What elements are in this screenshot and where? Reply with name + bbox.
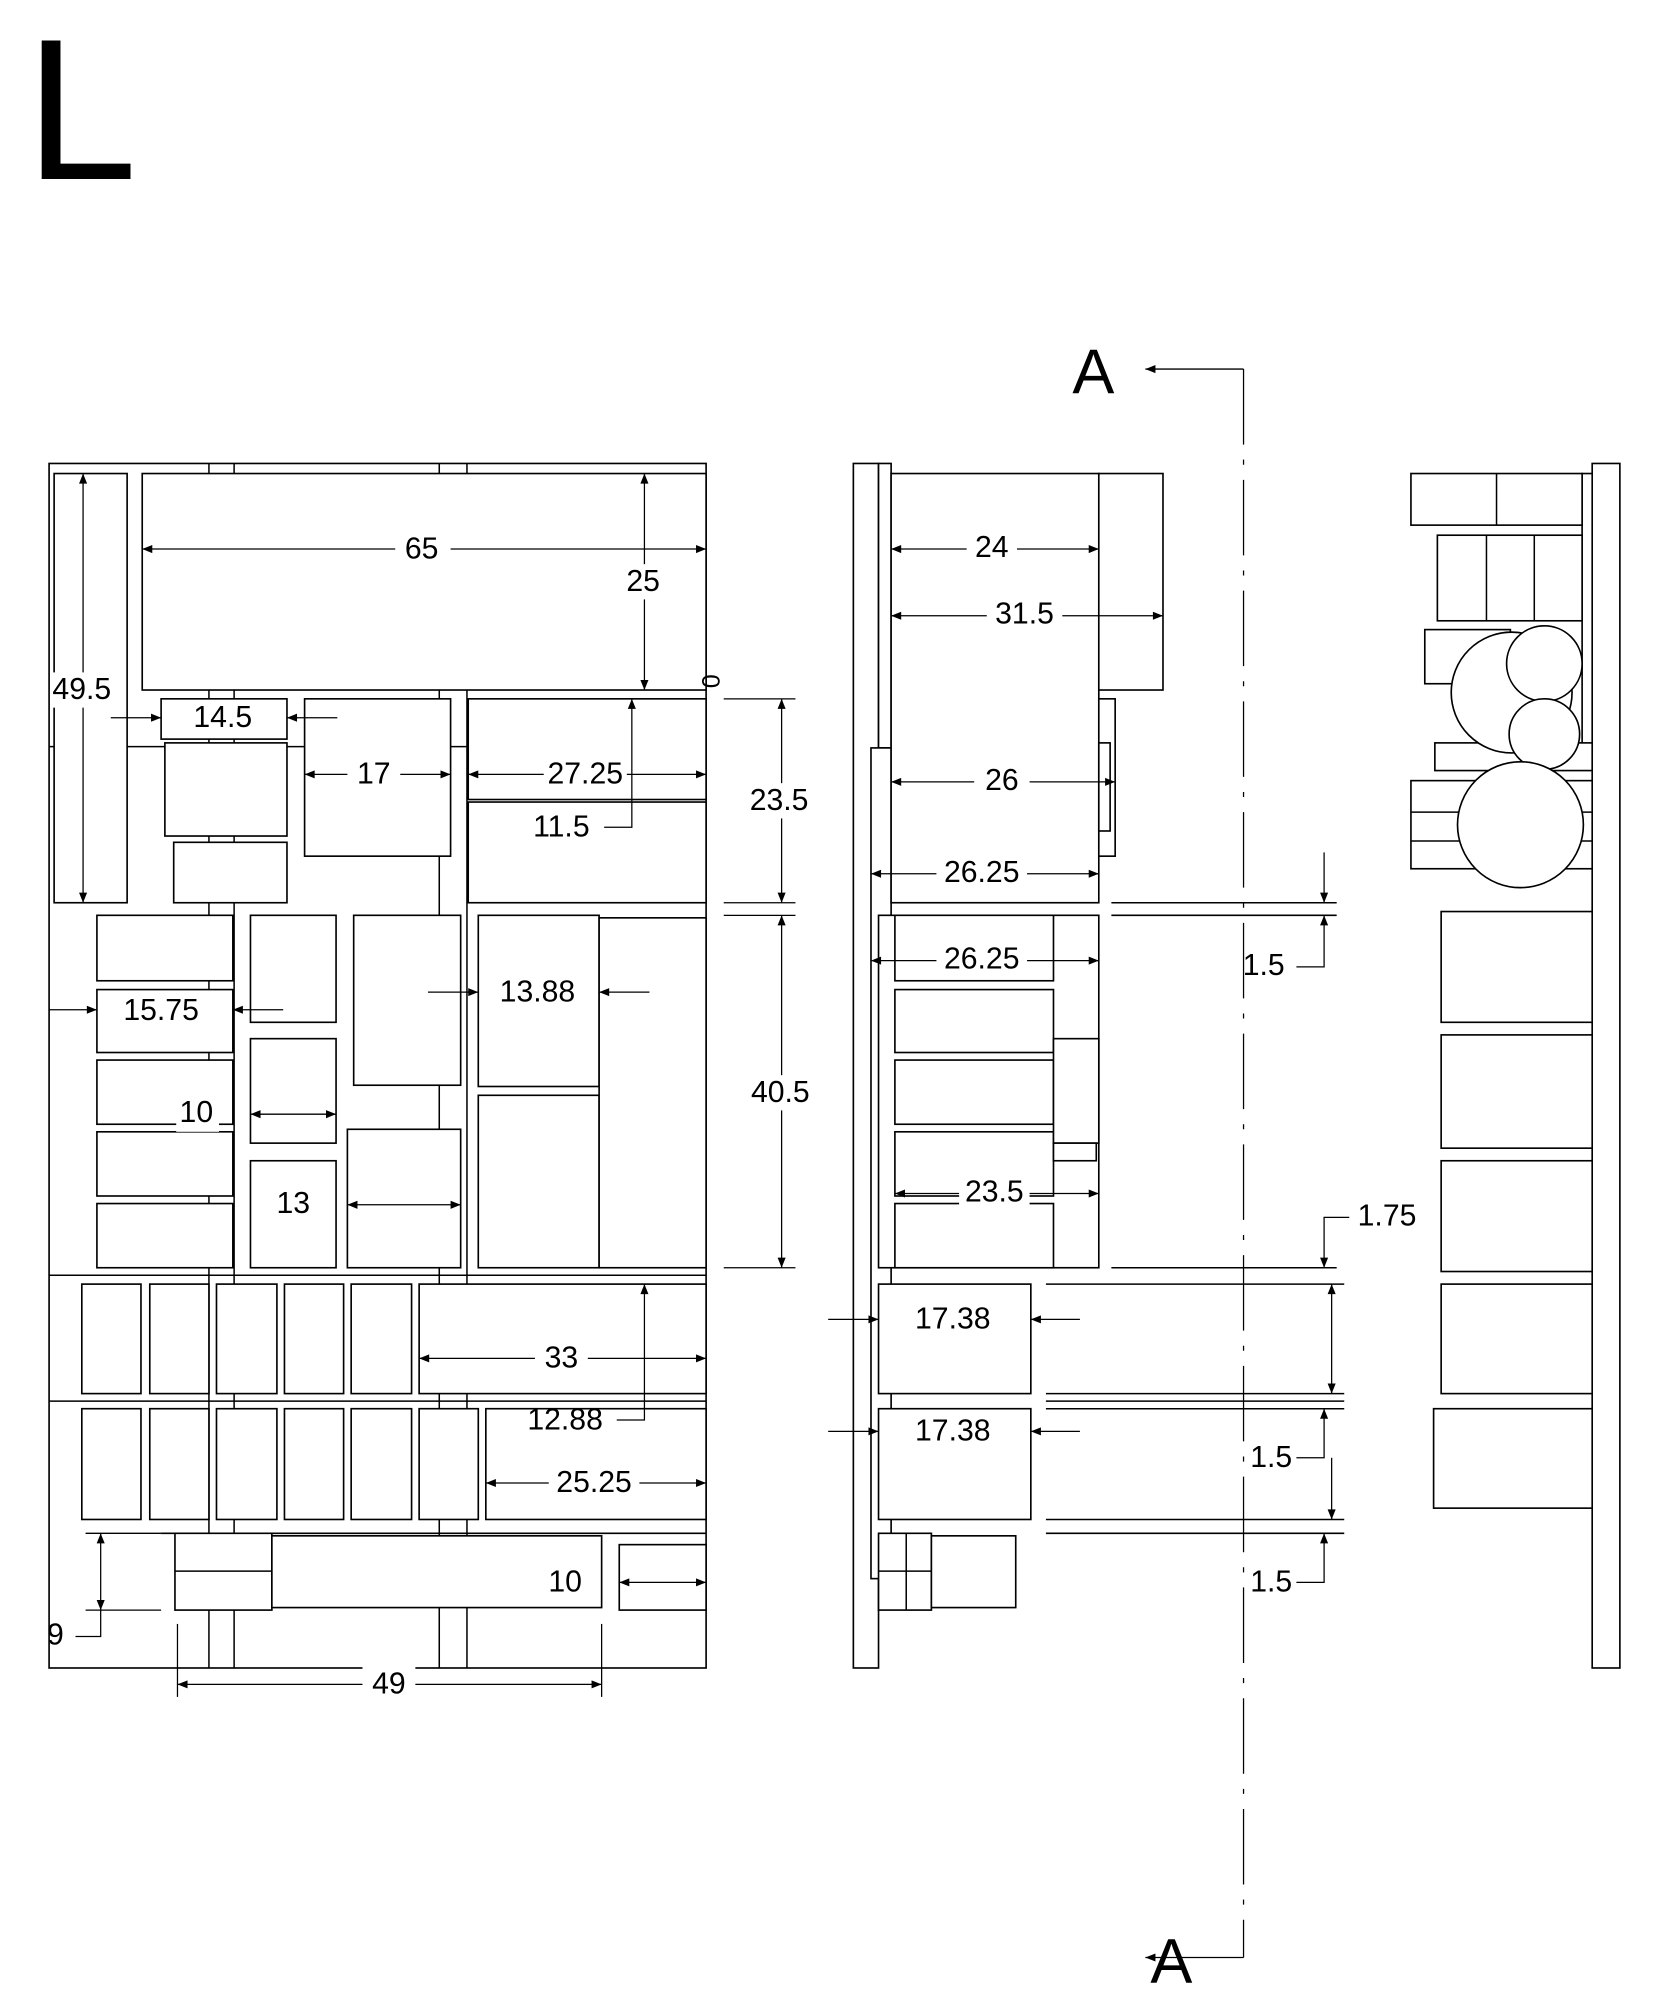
dim-label: 10 bbox=[548, 1566, 582, 1599]
dim-label: 1.5 bbox=[1243, 949, 1285, 982]
section-line-a: A A bbox=[1072, 337, 1245, 1993]
dim-label: 26.25 bbox=[944, 943, 1020, 976]
dim-label: 13 bbox=[276, 1187, 310, 1220]
dim-label: 26 bbox=[985, 764, 1019, 797]
dim-label: 14.5 bbox=[193, 701, 252, 734]
dim-label: 1.5 bbox=[1250, 1441, 1292, 1474]
dim-label: 23.5 bbox=[750, 784, 809, 817]
dim-label: 26.25 bbox=[944, 856, 1020, 889]
dim-label: 13.88 bbox=[500, 975, 576, 1008]
dim-label: 1.5 bbox=[1250, 1566, 1292, 1599]
side-elevation-view bbox=[1410, 462, 1621, 1669]
dim-label: 12.88 bbox=[527, 1403, 603, 1436]
dim-label: 25 bbox=[626, 565, 660, 598]
plan-dimension-labels: 65 25 49.5 14.5 17 27.25 11.5 23.5 15.75… bbox=[47, 531, 816, 1702]
section-marker-bottom: A bbox=[1150, 1927, 1192, 1993]
plan-view bbox=[48, 462, 707, 1669]
dim-label: 24 bbox=[975, 531, 1009, 564]
dim-label: 10 bbox=[180, 1096, 214, 1129]
dim-label: 25.25 bbox=[556, 1466, 632, 1499]
dim-label: 11.5 bbox=[533, 810, 590, 843]
dim-label: 17.38 bbox=[915, 1303, 991, 1336]
dim-label: 9 bbox=[47, 1619, 64, 1652]
dim-label: 49 bbox=[372, 1668, 406, 1701]
dim-label: 65 bbox=[405, 532, 439, 565]
dim-label: 1.75 bbox=[1358, 1199, 1417, 1232]
dim-label: 23.5 bbox=[965, 1175, 1024, 1208]
dim-label: 17.38 bbox=[915, 1415, 991, 1448]
sheet-letter: L bbox=[25, 0, 137, 222]
dim-label: 33 bbox=[545, 1342, 579, 1375]
dim-label: 0 bbox=[696, 674, 724, 688]
dim-label: 40.5 bbox=[751, 1076, 810, 1109]
elevation-view bbox=[852, 462, 1345, 1669]
dim-label: 31.5 bbox=[995, 598, 1054, 631]
section-marker-top: A bbox=[1072, 337, 1114, 407]
dim-label: 17 bbox=[357, 758, 391, 791]
dim-label: 15.75 bbox=[123, 994, 199, 1027]
dim-label: 27.25 bbox=[547, 758, 623, 791]
elevation-dimension-labels: 24 31.5 26 26.25 26.25 23.5 17.38 17.38 … bbox=[915, 531, 1416, 1599]
dim-label: 49.5 bbox=[52, 673, 111, 706]
